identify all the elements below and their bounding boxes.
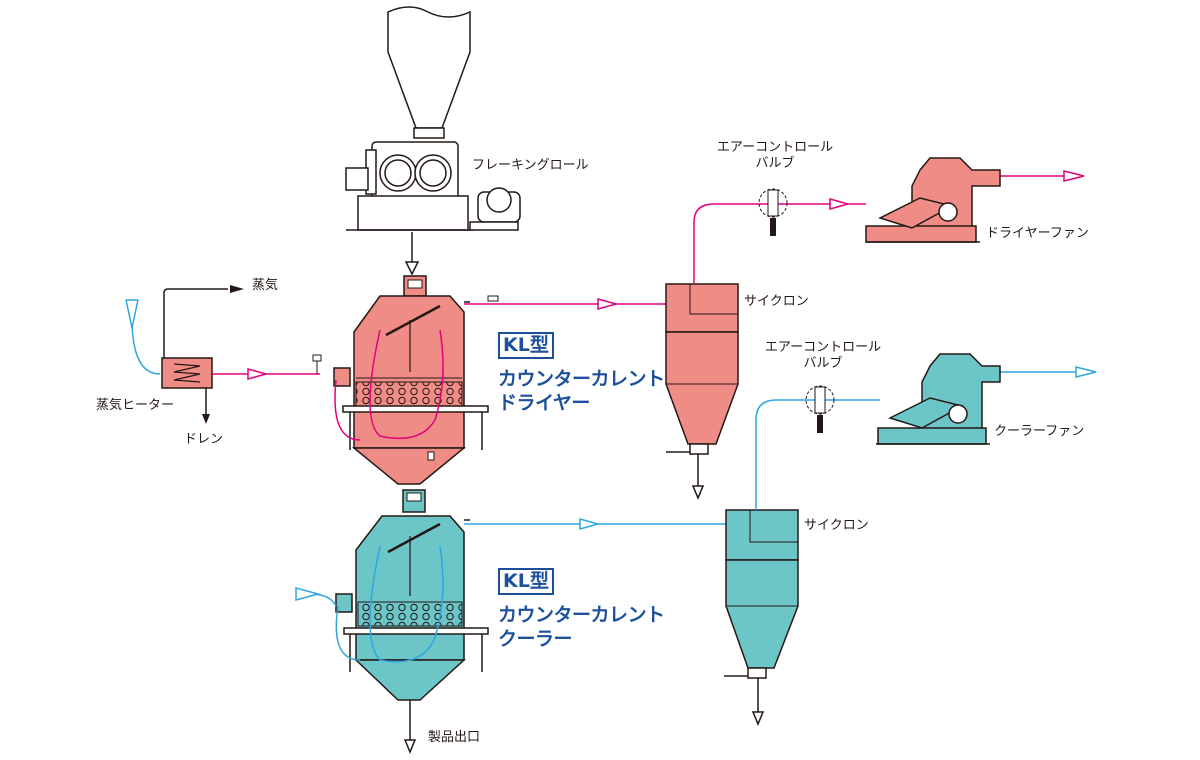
air-control-valve-top-line2: バルブ bbox=[755, 156, 795, 171]
steam-heater-label: 蒸気ヒーター bbox=[96, 398, 175, 413]
counter-current-dryer bbox=[333, 275, 489, 513]
dryer-exhaust-line bbox=[464, 295, 668, 310]
cyclone-bottom bbox=[724, 509, 799, 726]
steam-heater-unit bbox=[125, 285, 322, 424]
cooler-name-line1: カウンターカレント bbox=[498, 604, 665, 626]
dryer-fan bbox=[865, 157, 1001, 243]
flaking-roll-unit bbox=[345, 6, 521, 276]
cooler-exhaust-line bbox=[464, 518, 726, 530]
roll-base bbox=[357, 195, 469, 231]
dryer-fan-label: ドライヤーファン bbox=[986, 226, 1089, 241]
air-control-valve-bottom-line1: エアーコントロール bbox=[764, 340, 882, 355]
hot-air-line bbox=[693, 170, 1085, 284]
cooler-fan bbox=[876, 353, 1001, 445]
cool-air-line bbox=[755, 366, 1097, 510]
dryer-name-line2: ドライヤー bbox=[498, 392, 590, 414]
steam-label: 蒸気 bbox=[252, 278, 279, 293]
counter-current-cooler bbox=[335, 515, 489, 754]
cooler-type-badge: KL型 bbox=[498, 568, 554, 595]
air-control-valve-top-line1: エアーコントロール bbox=[716, 140, 834, 155]
air-control-valve-bottom-line2: バルブ bbox=[803, 356, 843, 371]
cyclone-top bbox=[665, 283, 739, 500]
cooler-fan-label: クーラーファン bbox=[994, 424, 1085, 439]
air-control-valve-bottom-label: エアーコントロール バルブ bbox=[748, 340, 898, 372]
flaking-roll-label: フレーキングロール bbox=[472, 158, 589, 173]
dryer-name-line1: カウンターカレント bbox=[498, 368, 665, 390]
cyclone-top-label: サイクロン bbox=[744, 294, 809, 309]
hopper-neck bbox=[413, 127, 445, 139]
air-control-valve-top-label: エアーコントロール バルブ bbox=[700, 140, 850, 172]
cyclone-bottom-label: サイクロン bbox=[804, 518, 869, 533]
feed-hopper bbox=[387, 6, 471, 129]
cooler-name-line2: クーラー bbox=[498, 628, 573, 650]
product-outlet-label: 製品出口 bbox=[428, 730, 481, 745]
roll-gear-box bbox=[345, 167, 369, 191]
cooler-air-inlet bbox=[295, 587, 337, 607]
drain-label: ドレン bbox=[184, 432, 224, 447]
dryer-type-badge: KL型 bbox=[498, 332, 554, 359]
